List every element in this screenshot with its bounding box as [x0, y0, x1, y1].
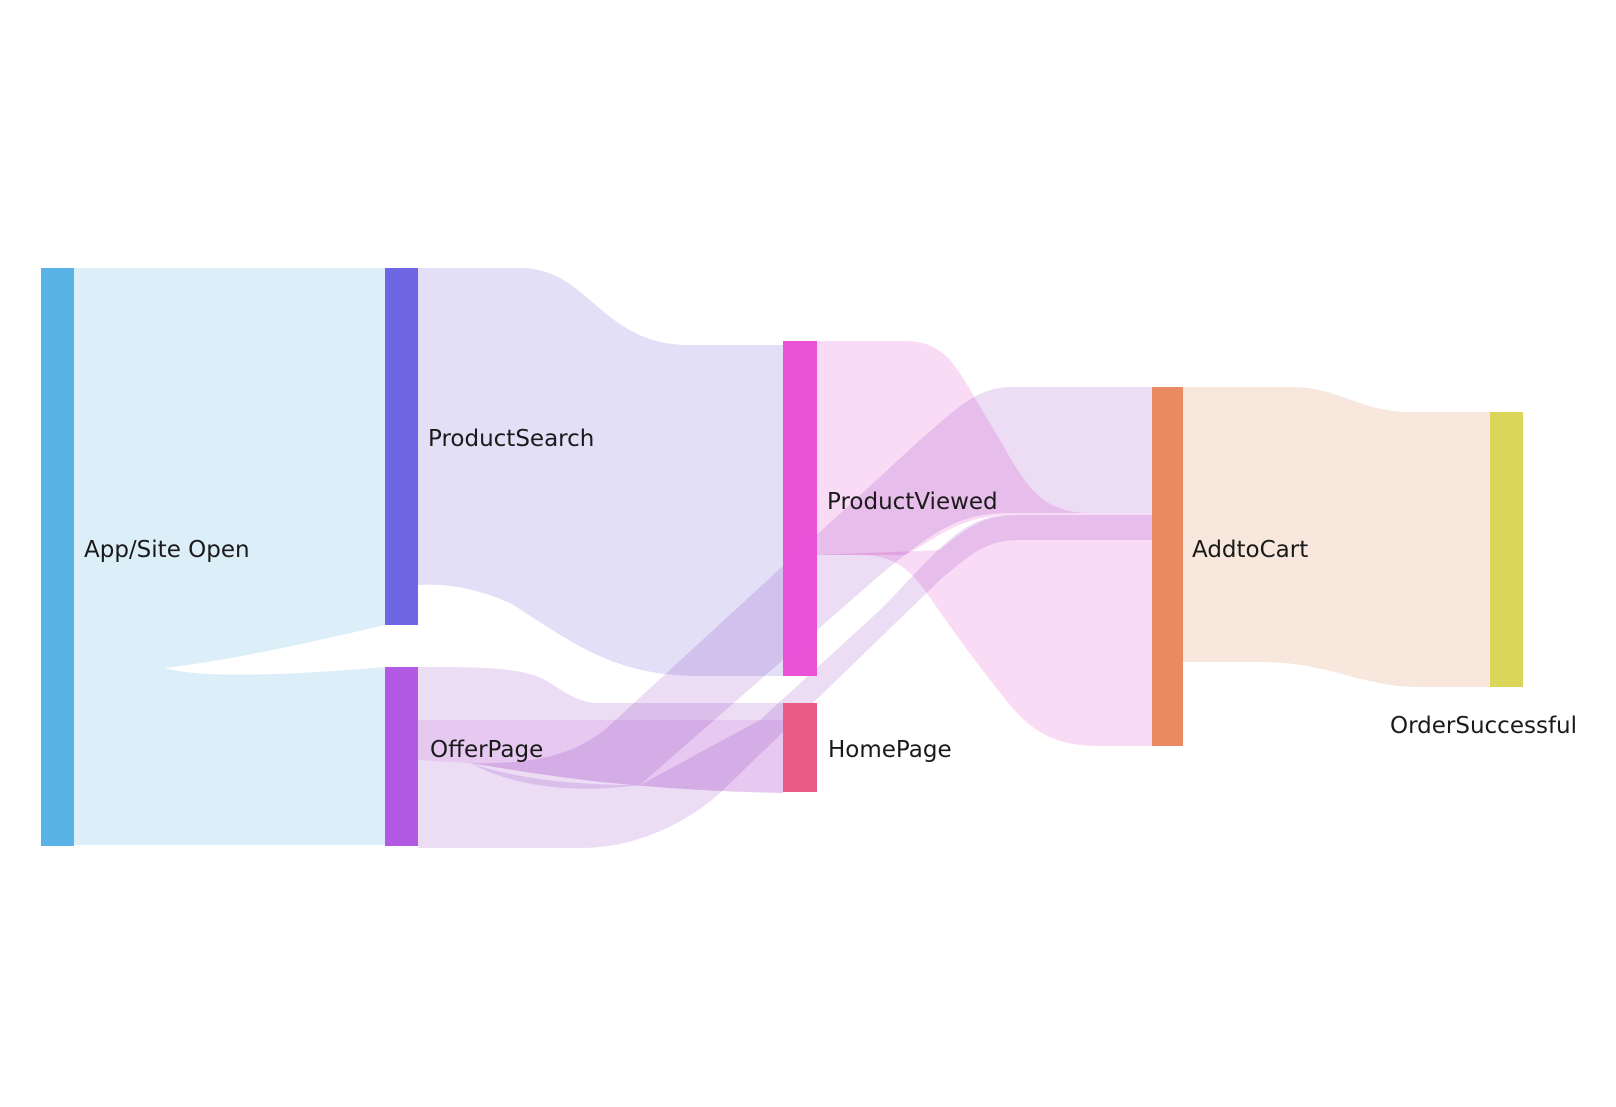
link-app-to-offerpage[interactable] — [74, 667, 385, 845]
label-offerpage: OfferPage — [430, 737, 543, 763]
link-productviewed-to-addtocart-lower[interactable] — [817, 515, 1152, 746]
link-offerpage-to-addtocart-lower[interactable] — [418, 515, 1152, 848]
node-ordersuccessful[interactable] — [1490, 412, 1523, 687]
node-app-site-open[interactable] — [41, 268, 74, 846]
label-addtocart: AddtoCart — [1192, 537, 1308, 563]
link-productviewed-to-addtocart-upper[interactable] — [817, 341, 1152, 555]
node-addtocart[interactable] — [1152, 387, 1183, 746]
node-productsearch[interactable] — [385, 268, 418, 625]
label-app-site-open: App/Site Open — [84, 537, 250, 563]
link-productsearch-to-productviewed[interactable] — [418, 268, 783, 676]
sankey-nodes — [41, 268, 1523, 846]
label-homepage: HomePage — [828, 737, 952, 763]
node-productviewed[interactable] — [783, 341, 817, 676]
link-addtocart-to-ordersuccessful[interactable] — [1183, 387, 1490, 687]
label-productviewed: ProductViewed — [827, 489, 998, 515]
label-productsearch: ProductSearch — [428, 426, 594, 452]
node-homepage[interactable] — [783, 703, 817, 792]
link-app-to-productsearch[interactable] — [74, 268, 385, 668]
sankey-labels: App/Site Open ProductSearch OfferPage Pr… — [84, 426, 1577, 763]
label-ordersuccessful: OrderSuccessful — [1390, 713, 1577, 739]
node-offerpage[interactable] — [385, 667, 418, 846]
